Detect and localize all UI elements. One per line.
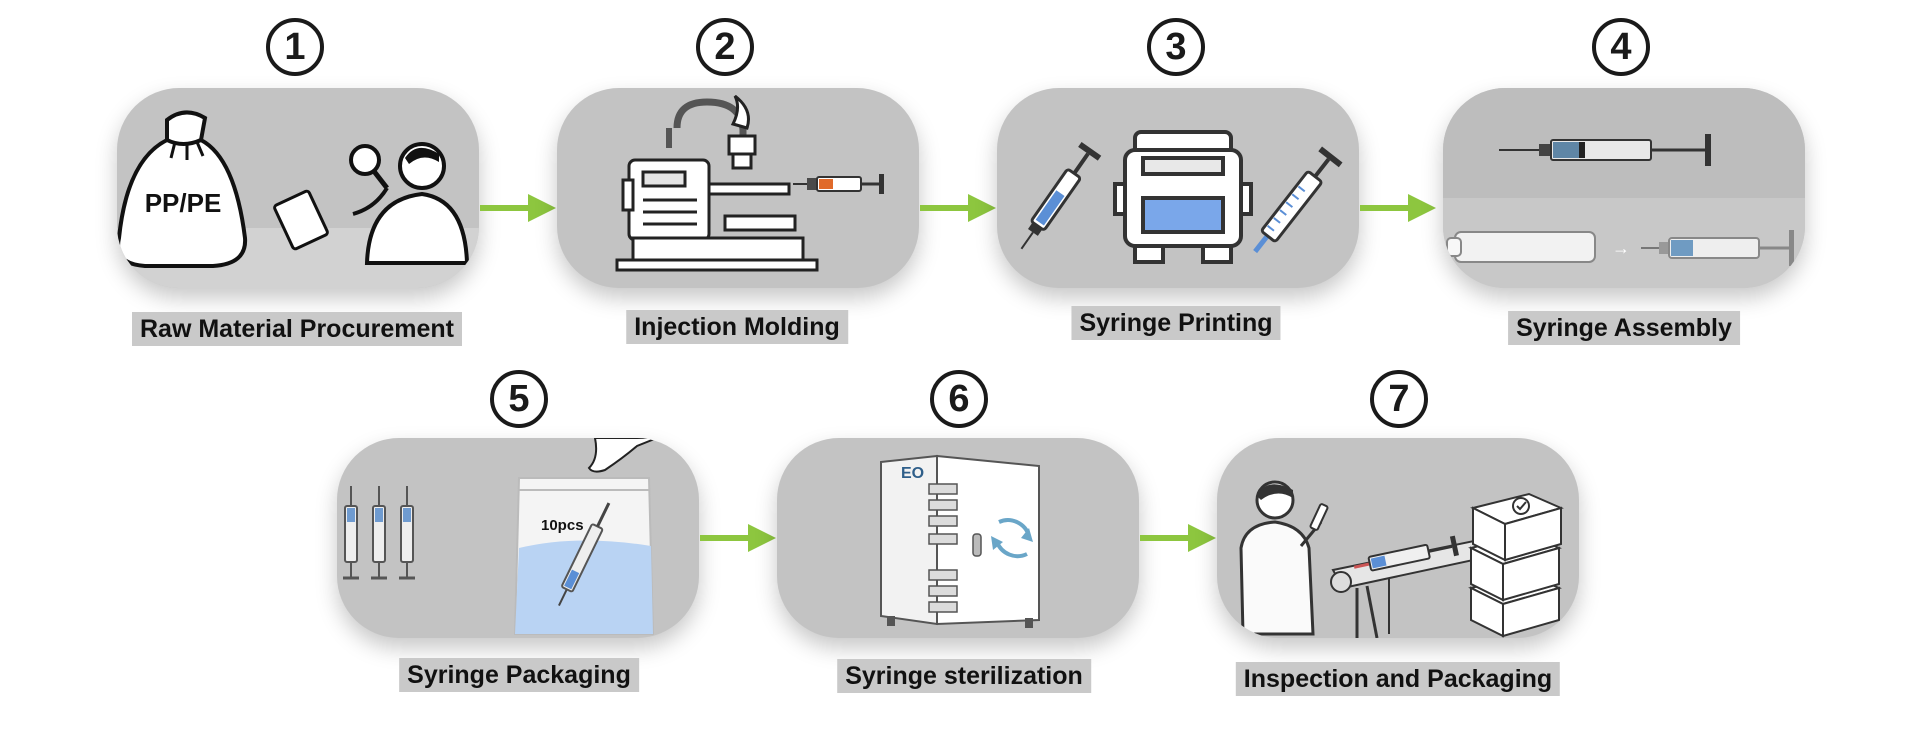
loose-syringes-icon xyxy=(343,486,415,580)
step-6-label: Syringe sterilization xyxy=(837,659,1091,693)
step-7-card xyxy=(1217,438,1579,638)
flow-arrow-2-3 xyxy=(920,194,996,222)
material-label: PP/PE xyxy=(145,188,222,218)
flow-arrow-3-4 xyxy=(1360,194,1436,222)
step-4-number: 4 xyxy=(1592,18,1650,76)
syringe-barrel-part-icon xyxy=(1446,231,1596,263)
packaging-bag-icon: 10pcs xyxy=(513,477,655,635)
flow-arrow-1-2 xyxy=(480,194,556,222)
stacked-boxes-icon xyxy=(1468,492,1564,638)
step-3-label: Syringe Printing xyxy=(1071,306,1281,340)
inspector-with-magnifier-icon xyxy=(273,142,470,265)
blank-syringe-icon xyxy=(1020,141,1102,250)
step-3-card xyxy=(997,88,1359,288)
cabinet-label: EO xyxy=(901,465,924,482)
syringe-on-conveyor-icon xyxy=(1353,535,1459,572)
step-7-number: 7 xyxy=(1370,370,1428,428)
step-4-card: → xyxy=(1443,88,1805,288)
flow-arrow-5-6 xyxy=(700,524,776,552)
assembled-syringe-icon xyxy=(1499,134,1711,166)
bag-count-label: 10pcs xyxy=(541,517,584,534)
step-5-card: 10pcs xyxy=(337,438,699,638)
flow-arrow-6-7 xyxy=(1140,524,1216,552)
step-7-label: Inspection and Packaging xyxy=(1235,662,1561,696)
molded-syringe-icon xyxy=(793,174,884,194)
syringe-assembled-part-icon xyxy=(1641,230,1794,266)
inspector-with-tablet-icon xyxy=(1239,480,1329,636)
step-2-number: 2 xyxy=(696,18,754,76)
printed-syringe-icon xyxy=(1253,146,1343,254)
step-1-card: PP/PE xyxy=(117,88,479,288)
step-1-label: Raw Material Procurement xyxy=(132,312,462,346)
step-4-label: Syringe Assembly xyxy=(1508,311,1740,345)
printing-machine-icon xyxy=(1113,130,1253,264)
step-3-number: 3 xyxy=(1147,18,1205,76)
step-1-number: 1 xyxy=(266,18,324,76)
step-5-label: Syringe Packaging xyxy=(399,658,639,692)
material-bag-icon: PP/PE xyxy=(117,110,248,268)
sterilization-cabinet-icon: EO xyxy=(880,454,1040,628)
injection-molding-machine-icon xyxy=(615,94,819,272)
step-6-card: EO xyxy=(777,438,1139,638)
step-5-number: 5 xyxy=(490,370,548,428)
assembly-arrow: → xyxy=(1612,238,1630,258)
step-2-card xyxy=(557,88,919,288)
hand-icon xyxy=(587,438,658,473)
step-2-label: Injection Molding xyxy=(626,310,848,344)
step-6-number: 6 xyxy=(930,370,988,428)
